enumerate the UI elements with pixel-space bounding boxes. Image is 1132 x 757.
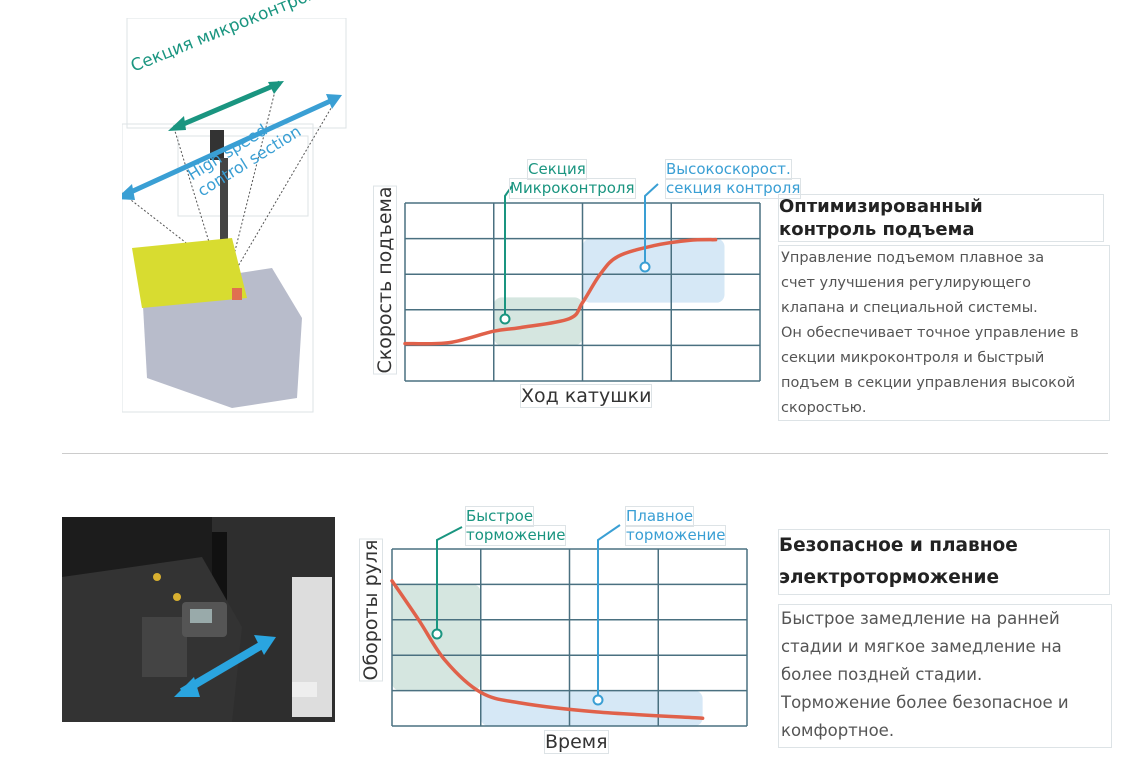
title-line: Оптимизированный [779, 196, 983, 217]
title-line: контроль подъема [779, 219, 975, 240]
annotation-highspeed-line2: секция контроля [665, 178, 802, 199]
annotation-fast-line2: торможение [465, 525, 567, 546]
annotation-micro-line2: Микроконтроля [509, 178, 636, 199]
section2-description: Быстрое замедление на ранней стадии и мяг… [778, 604, 1112, 748]
highlight-region [480, 690, 703, 726]
annotation-marker [592, 694, 604, 706]
steering-rpm-chart: Быстрое торможение Плавное торможение Об… [0, 460, 1132, 757]
y-axis-label: Скорость подъема [373, 185, 397, 375]
annotation-leader-line [436, 526, 463, 634]
description-line: Торможение более безопасное и [781, 693, 1069, 712]
title-line: электроторможение [779, 567, 1000, 588]
section1-title: Оптимизированный контроль подъема [778, 194, 1104, 242]
description-line: комфортное. [781, 721, 895, 740]
annotation-fast-line1: Быстрое [465, 506, 535, 527]
x-axis-label: Ход катушки [520, 384, 653, 408]
annotation-smooth-line1: Плавное [625, 506, 695, 527]
annotation-leader-line [644, 183, 659, 267]
title-line: Безопасное и плавное [779, 535, 1018, 556]
annotation-marker [639, 261, 651, 273]
operator-controls-photo [62, 517, 335, 722]
annotation-marker [499, 313, 511, 325]
description-line: скоростью. [781, 400, 867, 416]
annotation-micro-line1: Секция [527, 159, 587, 180]
annotation-leader-line [597, 524, 621, 700]
description-line: Быстрое замедление на ранней [781, 609, 1060, 628]
section1-description: Управление подъемом плавное за счет улучш… [778, 245, 1110, 421]
valve-diagram-image: Секция микроконтроля High speed control … [116, 0, 348, 413]
annotation-smooth-line2: торможение [625, 525, 727, 546]
section2-title: Безопасное и плавное электроторможение [778, 529, 1110, 595]
data-series-line [390, 579, 705, 720]
description-line: стадии и мягкое замедление на [781, 637, 1062, 656]
section-divider [62, 453, 1108, 454]
description-line: Управление подъемом плавное за [781, 250, 1045, 266]
description-line: подъем в секции управления высокой [781, 375, 1076, 391]
description-line: секции микроконтроля и быстрый [781, 350, 1045, 366]
description-line: Он обеспечивает точное управление в [781, 325, 1079, 341]
annotation-highspeed-line1: Высокоскорост. [665, 159, 792, 180]
x-axis-label: Время [544, 730, 609, 754]
annotation-marker [431, 628, 443, 640]
data-series-line [403, 237, 718, 346]
description-line: счет улучшения регулирующего [781, 275, 1032, 291]
description-line: клапана и специальной системы. [781, 300, 1038, 316]
lift-speed-chart: Секция Микроконтроля Высокоскорост. секц… [373, 159, 802, 408]
y-axis-label: Обороты руля [359, 538, 383, 682]
description-line: более поздней стадии. [781, 665, 983, 684]
